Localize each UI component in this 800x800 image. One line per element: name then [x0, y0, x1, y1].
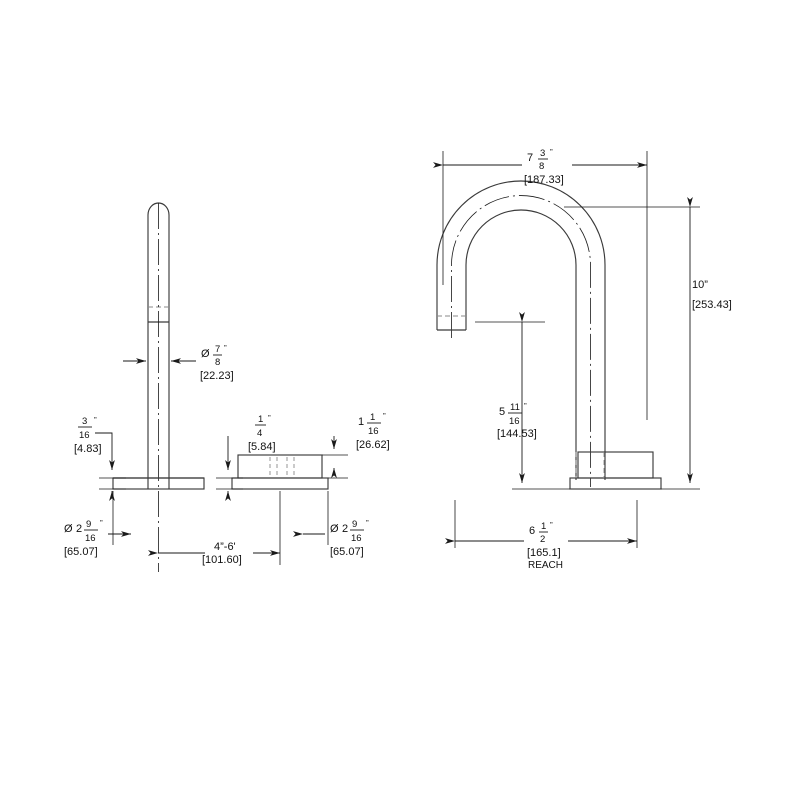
dim-valve-body-height: 1 1 16 ” [26.62]	[322, 412, 390, 479]
handle-base-metric: [65.07]	[64, 546, 98, 558]
arc-width-metric: [187.33]	[524, 174, 564, 186]
escutcheon-thickness-numerator: 3	[82, 416, 87, 427]
dim-overall-height: 10” [253.43]	[564, 197, 732, 490]
dim-center-spacing: 4”-6' [101.60]	[148, 491, 281, 566]
overall-height-text: 10”	[692, 279, 708, 291]
escutcheon-thickness-denominator: 16	[79, 430, 90, 441]
reach-caption: REACH	[528, 560, 563, 571]
arc-width-numerator: 3	[540, 148, 545, 159]
clearance-whole: 5	[499, 406, 505, 418]
handle-diameter-metric: [22.23]	[200, 370, 234, 382]
valve-base-whole: 2	[342, 523, 348, 535]
handle-base-numerator: 9	[86, 519, 91, 530]
escutcheon-thickness-leader	[95, 432, 115, 470]
valve-body	[237, 454, 323, 479]
valve-base-symbol: Ø	[330, 523, 339, 535]
valve-escutcheon	[231, 477, 329, 490]
dim-spout-arc-width: 7 3 8 ” [187.33]	[433, 148, 648, 420]
dim-handle-diameter: Ø 7 8 ” [22.23]	[200, 344, 234, 382]
clearance-unit: ”	[524, 402, 527, 411]
valve-height-denominator: 16	[368, 426, 379, 437]
spout-outer-profile	[436, 180, 606, 480]
valve-flange-denominator: 4	[257, 428, 262, 439]
spout-centerline	[451, 195, 591, 487]
dim-reach: 6 1 2 ” [165.1] REACH	[445, 500, 638, 571]
clearance-numerator: 11	[510, 402, 520, 413]
valve-flange-metric: [5.84]	[248, 441, 276, 453]
handle-diameter-symbol: Ø	[201, 348, 210, 360]
spout-base-escutcheon	[569, 477, 662, 490]
valve-flange-unit: ”	[268, 414, 271, 423]
clearance-denominator: 16	[509, 416, 520, 427]
arc-width-denominator: 8	[539, 161, 544, 172]
escutcheon-thickness-unit: ”	[94, 416, 97, 425]
spout-inner-profile	[465, 209, 577, 480]
handle-base-unit: ”	[100, 519, 103, 528]
valve-height-numerator: 1	[370, 412, 375, 423]
handle-base-symbol: Ø	[64, 523, 73, 535]
dim-valve-base-diameter: Ø 2 9 16 ” [65.07]	[293, 491, 369, 558]
dim-handle-base-diameter: Ø 2 9 16 ” [65.07]	[64, 491, 131, 558]
valve-flange-numerator: 1	[258, 414, 263, 425]
center-spacing-text: 4”-6'	[214, 541, 236, 553]
valve-base-denominator: 16	[351, 533, 362, 544]
dim-escutcheon-thickness: 3 16 ” [4.83]	[74, 416, 126, 501]
arc-width-whole: 7	[527, 152, 533, 164]
dim-clearance-height: 5 11 16 ” [144.53]	[475, 312, 570, 490]
valve-base-numerator: 9	[352, 519, 357, 530]
overall-height-metric: [253.43]	[692, 299, 732, 311]
valve-height-whole: 1	[358, 416, 364, 428]
reach-denominator: 2	[540, 534, 545, 545]
reach-unit: ”	[550, 521, 553, 530]
valve-base-unit: ”	[366, 519, 369, 528]
handle-base-denominator: 16	[85, 533, 96, 544]
dim-valve-flange-thickness: 1 4 ” [5.84]	[216, 414, 276, 501]
handle-diameter-unit: ”	[224, 344, 227, 353]
view-spout-elevation: 7 3 8 ” [187.33] 10” [253.43] 5 11 16 ” …	[433, 148, 732, 571]
escutcheon-thickness-metric: [4.83]	[74, 443, 102, 455]
spout-base-body	[577, 451, 654, 479]
handle-diameter-denominator: 8	[215, 357, 220, 368]
handle-diameter-numerator: 7	[215, 344, 220, 355]
reach-whole: 6	[529, 525, 535, 537]
handle-base-whole: 2	[76, 523, 82, 535]
arc-width-unit: ”	[550, 148, 553, 157]
valve-base-metric: [65.07]	[330, 546, 364, 558]
view-handle-elevation: Ø 7 8 ” [22.23] 3 16 ” [4.83] Ø 2 9 16	[64, 202, 390, 572]
reach-metric: [165.1]	[527, 547, 561, 559]
valve-height-unit: ”	[383, 412, 386, 421]
clearance-metric: [144.53]	[497, 428, 537, 440]
valve-height-metric: [26.62]	[356, 439, 390, 451]
reach-numerator: 1	[541, 521, 546, 532]
center-spacing-metric: [101.60]	[202, 554, 242, 566]
